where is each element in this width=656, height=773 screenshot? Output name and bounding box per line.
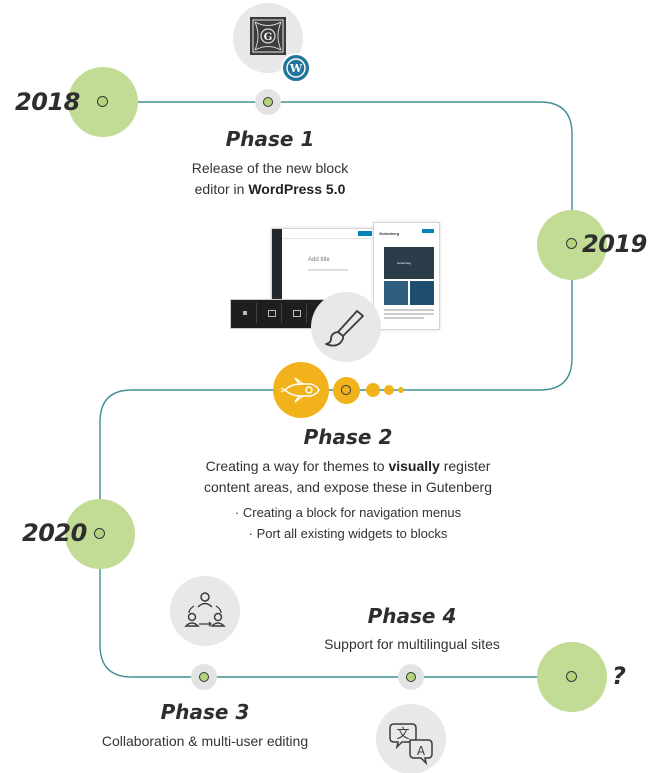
phase2-desc-line1: Creating a way for themes to visually re… (205, 458, 491, 474)
phase1-node-dot (263, 97, 273, 107)
svg-text:文: 文 (396, 727, 409, 742)
phase2-bullet-1: · Creating a block for navigation menus (234, 505, 462, 520)
editor-image-caption: Gutenberg (397, 261, 412, 265)
phase2-bullets: · Creating a block for navigation menus … (178, 502, 518, 544)
phase1-desc-bold: WordPress 5.0 (248, 181, 346, 197)
phase3-title: Phase 3 (160, 700, 250, 724)
rocket-icon (273, 362, 329, 418)
phase1-description: Release of the new block editor in WordP… (160, 158, 380, 200)
phase2-desc-bold: visually (388, 458, 440, 474)
editor-side-header: Gutenberg (379, 231, 400, 236)
progress-dot-3 (398, 387, 404, 393)
paintbrush-icon (311, 292, 381, 362)
node-future (566, 671, 577, 682)
phase2-bullet-2: · Port all existing widgets to blocks (248, 526, 448, 541)
wordpress-logo-icon: W (281, 53, 311, 83)
phase4-description: Support for multilingual sites (324, 636, 500, 652)
phase3-node-dot (199, 672, 209, 682)
year-label-future: ? (612, 662, 626, 690)
editor-screenshot-side: Gutenberg Gutenberg (373, 222, 440, 330)
phase4-title: Phase 4 (367, 604, 457, 628)
phase2-desc-line2: content areas, and expose these in Guten… (204, 479, 492, 495)
svg-text:W: W (289, 62, 303, 75)
year-label-2020: 2020 (22, 519, 87, 547)
collaboration-icon (170, 576, 240, 646)
progress-dot-2 (384, 385, 394, 395)
progress-dot-1 (366, 383, 380, 397)
phase3-description: Collaboration & multi-user editing (101, 733, 309, 749)
phase1-title: Phase 1 (225, 127, 315, 151)
node-2018 (97, 96, 108, 107)
translation-icon: 文 A (376, 704, 446, 773)
node-2019 (566, 238, 577, 249)
phase1-desc-line1: Release of the new block (191, 160, 349, 176)
editor-add-title: Add title (308, 257, 330, 263)
phase1-desc-line2: editor in WordPress 5.0 (194, 181, 346, 197)
phase2-description: Creating a way for themes to visually re… (178, 456, 518, 498)
phase4-node-dot (406, 672, 416, 682)
year-label-2019: 2019 (582, 230, 647, 258)
phase2-node-dot (341, 385, 351, 395)
phase2-title: Phase 2 (303, 425, 393, 449)
year-label-2018: 2018 (15, 88, 80, 116)
node-2020 (94, 528, 105, 539)
svg-text:G: G (264, 32, 273, 43)
svg-text:A: A (417, 744, 426, 758)
